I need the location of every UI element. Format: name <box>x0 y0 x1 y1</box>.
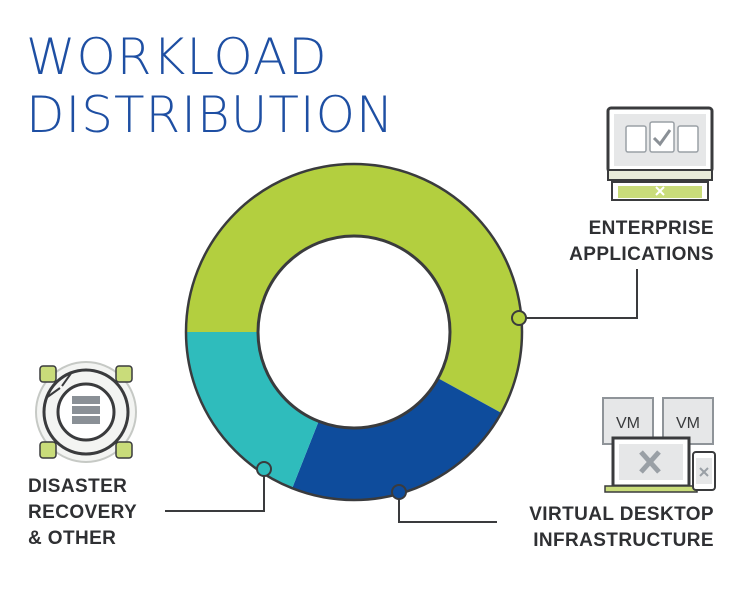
leader-line-enterprise <box>519 269 638 319</box>
label-disaster-recovery-other: DISASTER RECOVERY & OTHER <box>28 474 137 552</box>
chart-title: WORKLOAD DISTRIBUTION <box>26 28 394 144</box>
leader-line-disaster <box>165 469 265 512</box>
label-enterprise-line2: APPLICATIONS <box>569 244 714 265</box>
label-disaster-line3: & OTHER <box>28 528 117 549</box>
leader-lines <box>165 269 638 523</box>
label-vdi-line1: VIRTUAL DESKTOP <box>529 504 714 525</box>
leader-dot-disaster <box>256 461 272 477</box>
label-disaster-line2: RECOVERY <box>28 502 138 523</box>
life-ring-icon <box>35 361 137 463</box>
label-disaster-line1: DISASTER <box>28 476 128 497</box>
slice-enterprise-applications <box>186 164 522 413</box>
label-enterprise-applications: ENTERPRISE APPLICATIONS <box>569 216 714 268</box>
vm-label-1: VM <box>616 415 640 432</box>
label-vdi-line2: INFRASTRUCTURE <box>533 530 714 551</box>
label-enterprise-line1: ENTERPRISE <box>588 218 714 239</box>
chart-title-line1: WORKLOAD <box>26 28 328 86</box>
leader-dot-enterprise <box>511 310 527 326</box>
leader-dot-vdi <box>391 484 407 500</box>
desktop-monitor-icon <box>606 106 714 201</box>
label-virtual-desktop-infrastructure: VIRTUAL DESKTOP INFRASTRUCTURE <box>529 502 714 554</box>
donut-outer-ring <box>184 162 524 502</box>
leader-line-vdi <box>398 492 497 523</box>
donut-hole <box>256 234 452 430</box>
vm-label-2: VM <box>676 415 700 432</box>
donut-slices <box>184 162 524 502</box>
slice-disaster-recovery-other <box>186 332 319 489</box>
virtual-machines-icon: VM VM <box>602 397 716 493</box>
chart-title-line2: DISTRIBUTION <box>26 86 395 144</box>
